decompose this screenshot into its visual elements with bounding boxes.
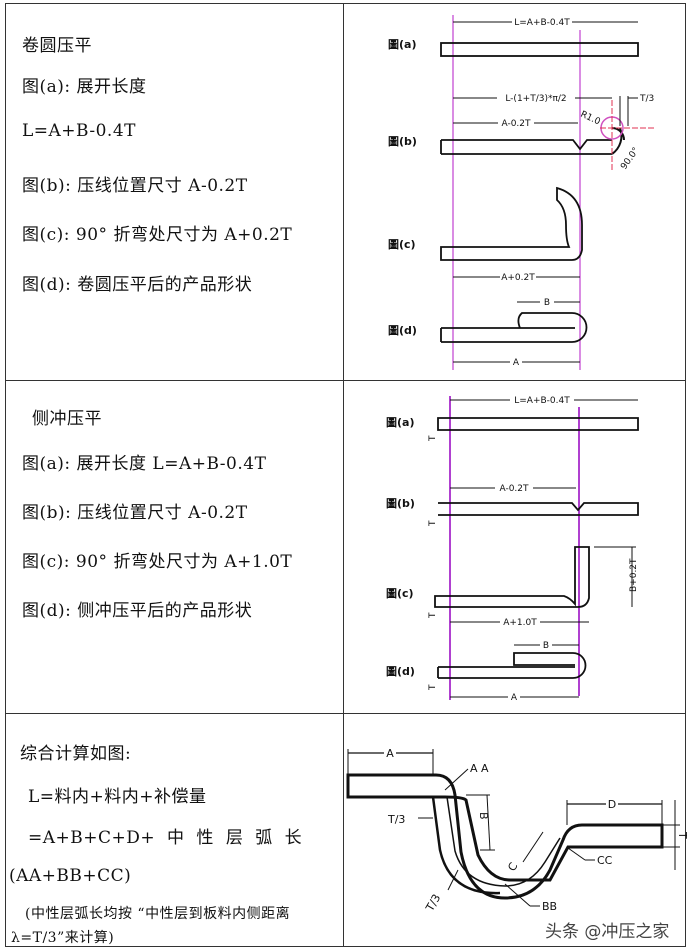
dim-label: B+0.2T — [629, 558, 639, 592]
strip-b — [440, 139, 612, 155]
dim-label: A+1.0T — [503, 618, 537, 628]
column-divider — [343, 3, 344, 947]
figure-label: 圖(a) — [386, 416, 414, 429]
dim-label: T/3 — [639, 94, 654, 104]
dim-label: A — [386, 747, 394, 760]
dim-label: CC — [597, 854, 613, 867]
angle-label: 90.0° — [619, 146, 641, 172]
text-line: 图(b): 压线位置尺寸 A-0.2T — [22, 503, 248, 523]
figure-side-punch: 圖(a) L=A+B-0.4T 圖(b) A-0.2T 圖(c) B+0.2T … — [386, 394, 639, 703]
dim-label: A+0.2T — [501, 273, 535, 283]
dim-label: L=A+B-0.4T — [514, 396, 570, 406]
dimension-line — [522, 831, 544, 863]
dim-label: C — [505, 860, 520, 873]
s-bent-part — [346, 773, 664, 900]
formula: =A+B+C+D+ 中 性 层 弧 长 — [28, 828, 303, 848]
figure-label: 圖(b) — [388, 135, 417, 148]
note: λ=T/3”来计算) — [11, 930, 115, 946]
section-title: 卷圆压平 — [22, 36, 92, 56]
strip-b — [438, 502, 639, 516]
formula: L=A+B-0.4T — [22, 121, 136, 141]
figure-label: 圖(a) — [388, 38, 416, 51]
figure-label: 圖(c) — [388, 238, 416, 251]
figure-roll-flatten: 圖(a) L=A+B-0.4T 圖(b) L-(1+T/3)*π/2 A-0.2… — [388, 15, 655, 370]
strip-c — [440, 186, 583, 261]
figure-combined-calc: A A A B T/3 C CC BB T/3 D T — [346, 746, 689, 914]
formula: (AA+BB+CC) — [9, 866, 132, 886]
dim-label: B — [543, 641, 549, 651]
dim-label: A-0.2T — [499, 484, 529, 494]
figure-label: 圖(d) — [386, 665, 415, 678]
content-table — [5, 3, 686, 947]
section-title: 综合计算如图: — [20, 744, 132, 764]
dim-label: D — [608, 798, 616, 811]
thickness-label: T — [428, 435, 438, 442]
dim-label: BB — [542, 900, 557, 913]
text-line: 图(c): 90° 折弯处尺寸为 A+1.0T — [22, 552, 293, 572]
thickness-label: T — [428, 520, 438, 527]
text-line: 图(d): 卷圆压平后的产品形状 — [22, 275, 253, 295]
strip-a — [440, 42, 639, 57]
strip-c — [434, 546, 590, 608]
row-divider — [5, 380, 686, 381]
section-title: 侧冲压平 — [32, 409, 102, 429]
formula: L=料内+料内+补偿量 — [28, 787, 207, 807]
note: (中性层弧长均按 “中性层到板料内侧距离 — [25, 906, 291, 922]
text-line: 图(b): 压线位置尺寸 A-0.2T — [22, 176, 248, 196]
dim-label: T — [676, 831, 689, 839]
text-line: 图(d): 侧冲压平后的产品形状 — [22, 601, 253, 621]
radius-label: R1.0 — [579, 110, 602, 128]
dim-label: A — [511, 693, 518, 703]
thickness-label: T — [428, 684, 438, 691]
dim-label: B — [544, 298, 550, 308]
strip-d — [437, 652, 587, 679]
figure-label: 圖(c) — [386, 587, 414, 600]
dim-label: A-0.2T — [501, 119, 531, 129]
text-line: 图(a): 展开长度 — [22, 77, 147, 97]
dim-label: T/3 — [387, 813, 405, 826]
dim-label: L-(1+T/3)*π/2 — [505, 94, 566, 104]
strip-a — [437, 417, 639, 431]
text-line: 图(c): 90° 折弯处尺寸为 A+0.2T — [22, 225, 293, 245]
dimension-line — [486, 794, 491, 851]
figure-label: 圖(d) — [388, 324, 417, 337]
dim-label: B — [477, 812, 490, 820]
text-line: 图(a): 展开长度 L=A+B-0.4T — [22, 454, 267, 474]
dim-label: A — [513, 358, 520, 368]
dim-label: A A — [470, 762, 489, 775]
thickness-label: T — [428, 612, 438, 619]
figure-label: 圖(b) — [386, 497, 415, 510]
dim-label: T/3 — [423, 892, 443, 914]
dim-label: L=A+B-0.4T — [514, 18, 570, 28]
row-divider — [5, 713, 686, 714]
strip-d — [440, 312, 588, 343]
watermark: 头条 @冲压之家 — [545, 922, 670, 942]
